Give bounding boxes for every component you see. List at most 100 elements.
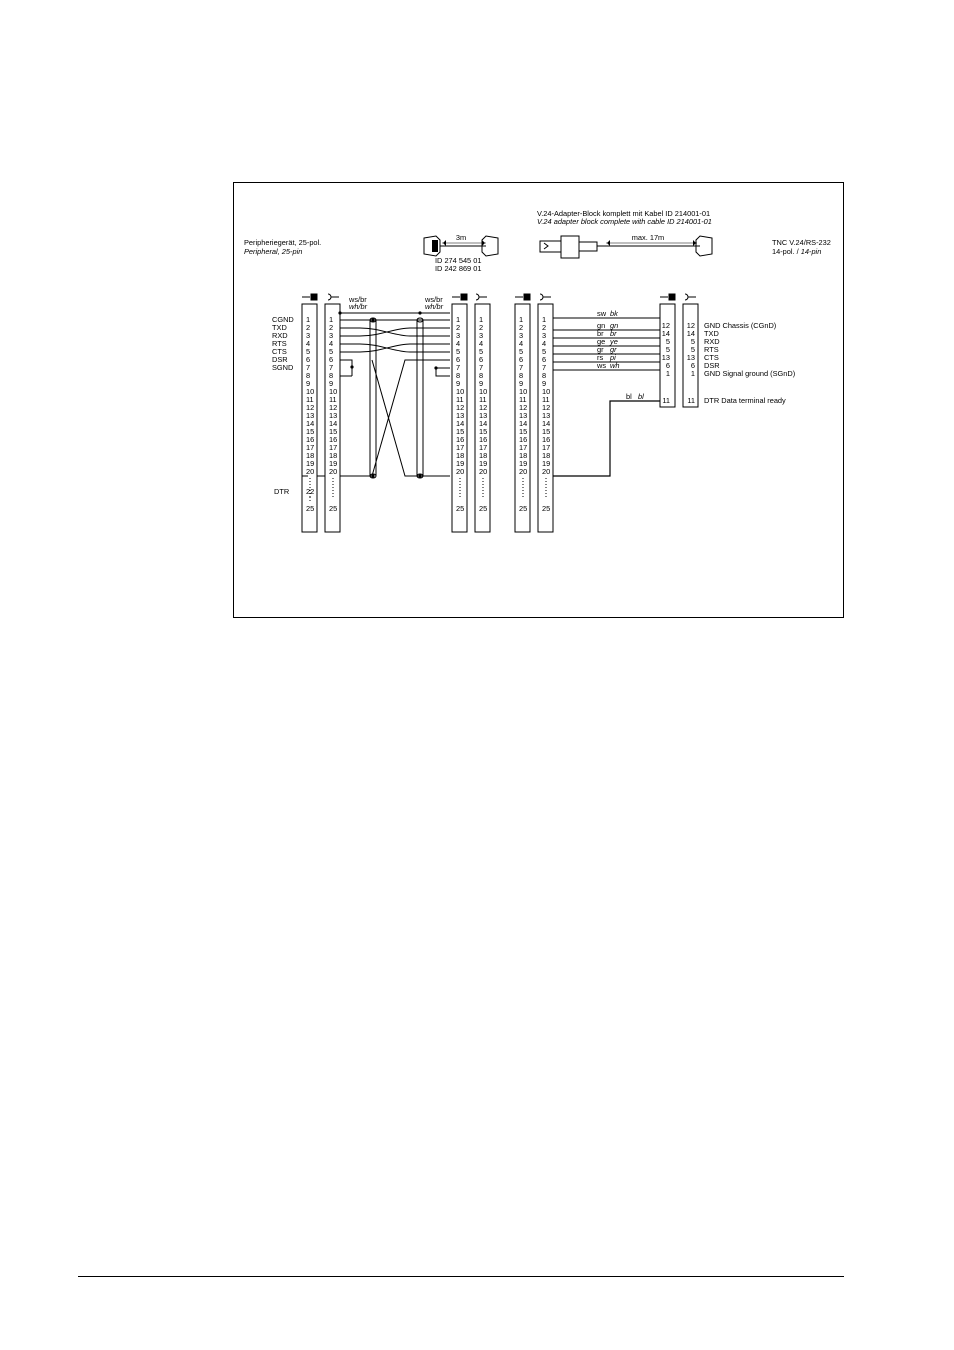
pin-number: 13: [519, 411, 527, 420]
pin-number-25: 25: [479, 504, 487, 513]
tnc-connector-pin: 12: [687, 321, 695, 330]
pin-number: 9: [542, 379, 546, 388]
pin-number: 10: [479, 387, 487, 396]
tnc-signal-label: TXD: [704, 329, 719, 338]
pin-number: 7: [456, 363, 460, 372]
pin-number: 3: [542, 331, 546, 340]
tnc-signal-label: GND Signal ground (SGnD): [704, 369, 795, 378]
pin-number: 2: [456, 323, 460, 332]
pin-number: 4: [479, 339, 483, 348]
pin-number: 7: [306, 363, 310, 372]
pin-number: 17: [456, 443, 464, 452]
pin-number: 14: [542, 419, 550, 428]
pin-number: 16: [306, 435, 314, 444]
adapter-title-en: V.24 adapter block complete with cable I…: [537, 217, 712, 226]
pin-number: 3: [519, 331, 523, 340]
wire-color-en: gn: [610, 321, 618, 330]
pin-number: 12: [306, 403, 314, 412]
pin-number: 4: [306, 339, 310, 348]
pin-number: 4: [519, 339, 523, 348]
pin-number: 10: [329, 387, 337, 396]
pin-number: 19: [519, 459, 527, 468]
cable-length-long: max. 17m: [632, 233, 664, 242]
tnc-connector-pin: 5: [691, 345, 695, 354]
pin-number: 11: [479, 395, 487, 404]
pin-number: 5: [329, 347, 333, 356]
tnc-title: TNC V.24/RS-232: [772, 238, 831, 247]
pin-number: 10: [542, 387, 550, 396]
wire-color-de: ws: [596, 361, 606, 370]
adapter-block-icon: [539, 235, 713, 259]
pin-number: 6: [306, 355, 310, 364]
pin-number: 15: [456, 427, 464, 436]
tnc-connector-pin: 6: [691, 361, 695, 370]
cable-length-short: 3m: [456, 233, 466, 242]
pin-number-25: 25: [306, 504, 314, 513]
pin-number: 17: [306, 443, 314, 452]
wire-color-de: gn: [597, 321, 605, 330]
pin-number: 20: [542, 467, 550, 476]
tnc-signal-label: RTS: [704, 345, 719, 354]
pin-numbers: 1234567891011121314151617181920222512345…: [306, 315, 550, 513]
pin-number: 15: [542, 427, 550, 436]
dtr-wire-de: bl: [626, 392, 632, 401]
pin-number: 9: [306, 379, 310, 388]
pin-number: 8: [329, 371, 333, 380]
wire-color-en: gr: [610, 345, 617, 354]
pin-number: 9: [479, 379, 483, 388]
pin-number: 19: [329, 459, 337, 468]
signal-label: DSR: [272, 355, 288, 364]
pin-number: 17: [329, 443, 337, 452]
pin-number: 11: [329, 395, 337, 404]
pin-number: 4: [329, 339, 333, 348]
pin-number: 9: [456, 379, 460, 388]
pin-number: 6: [329, 355, 333, 364]
pin-number: 19: [456, 459, 464, 468]
junction-dots: [338, 311, 438, 478]
cable-b-connector-strip: [451, 303, 468, 533]
cable-id-2: ID 242 869 01: [435, 264, 481, 273]
adapter-out-strip: [514, 303, 531, 533]
pin-number: 19: [306, 459, 314, 468]
pin-number: 14: [519, 419, 527, 428]
pin-number: 12: [329, 403, 337, 412]
pin-number: 20: [519, 467, 527, 476]
pin-number: 12: [479, 403, 487, 412]
wire-color-en-right: wh/br: [425, 302, 444, 311]
dtr-wire-en: bl: [638, 392, 644, 401]
signal-label: RTS: [272, 339, 287, 348]
pin-number: 18: [479, 451, 487, 460]
pin-number: 16: [479, 435, 487, 444]
pin-number: 17: [542, 443, 550, 452]
wire-color-de-left: ws/br: [348, 295, 367, 304]
peripheral-connector-strip: [301, 303, 318, 533]
pin-number: 11: [456, 395, 464, 404]
tnc-cable-pin: 1: [666, 369, 670, 378]
tnc-cable-pin: 12: [662, 321, 670, 330]
pin-number: 1: [306, 315, 310, 324]
pin-number: 8: [306, 371, 310, 380]
pin-number: 14: [479, 419, 487, 428]
pin-number: 2: [306, 323, 310, 332]
pin-number: 3: [456, 331, 460, 340]
tnc-connector-pin-dtr: 11: [687, 396, 695, 405]
pin-number: 13: [329, 411, 337, 420]
tnc-connector-pin: 14: [687, 329, 695, 338]
pin-number: 18: [329, 451, 337, 460]
pin-number: 2: [479, 323, 483, 332]
connector-symbols: [302, 293, 696, 301]
pin-number: 19: [479, 459, 487, 468]
tnc-dtr-label: DTR Data terminal ready: [704, 396, 786, 405]
pin-number: 16: [542, 435, 550, 444]
pin-number: 2: [519, 323, 523, 332]
pin-number: 11: [306, 395, 314, 404]
pin-number: 8: [456, 371, 460, 380]
pin-number: 15: [479, 427, 487, 436]
pin-number: 18: [456, 451, 464, 460]
pin-number: 9: [329, 379, 333, 388]
adapter-in-strip: [474, 303, 491, 533]
signal-dtr-label: DTR: [274, 487, 289, 496]
